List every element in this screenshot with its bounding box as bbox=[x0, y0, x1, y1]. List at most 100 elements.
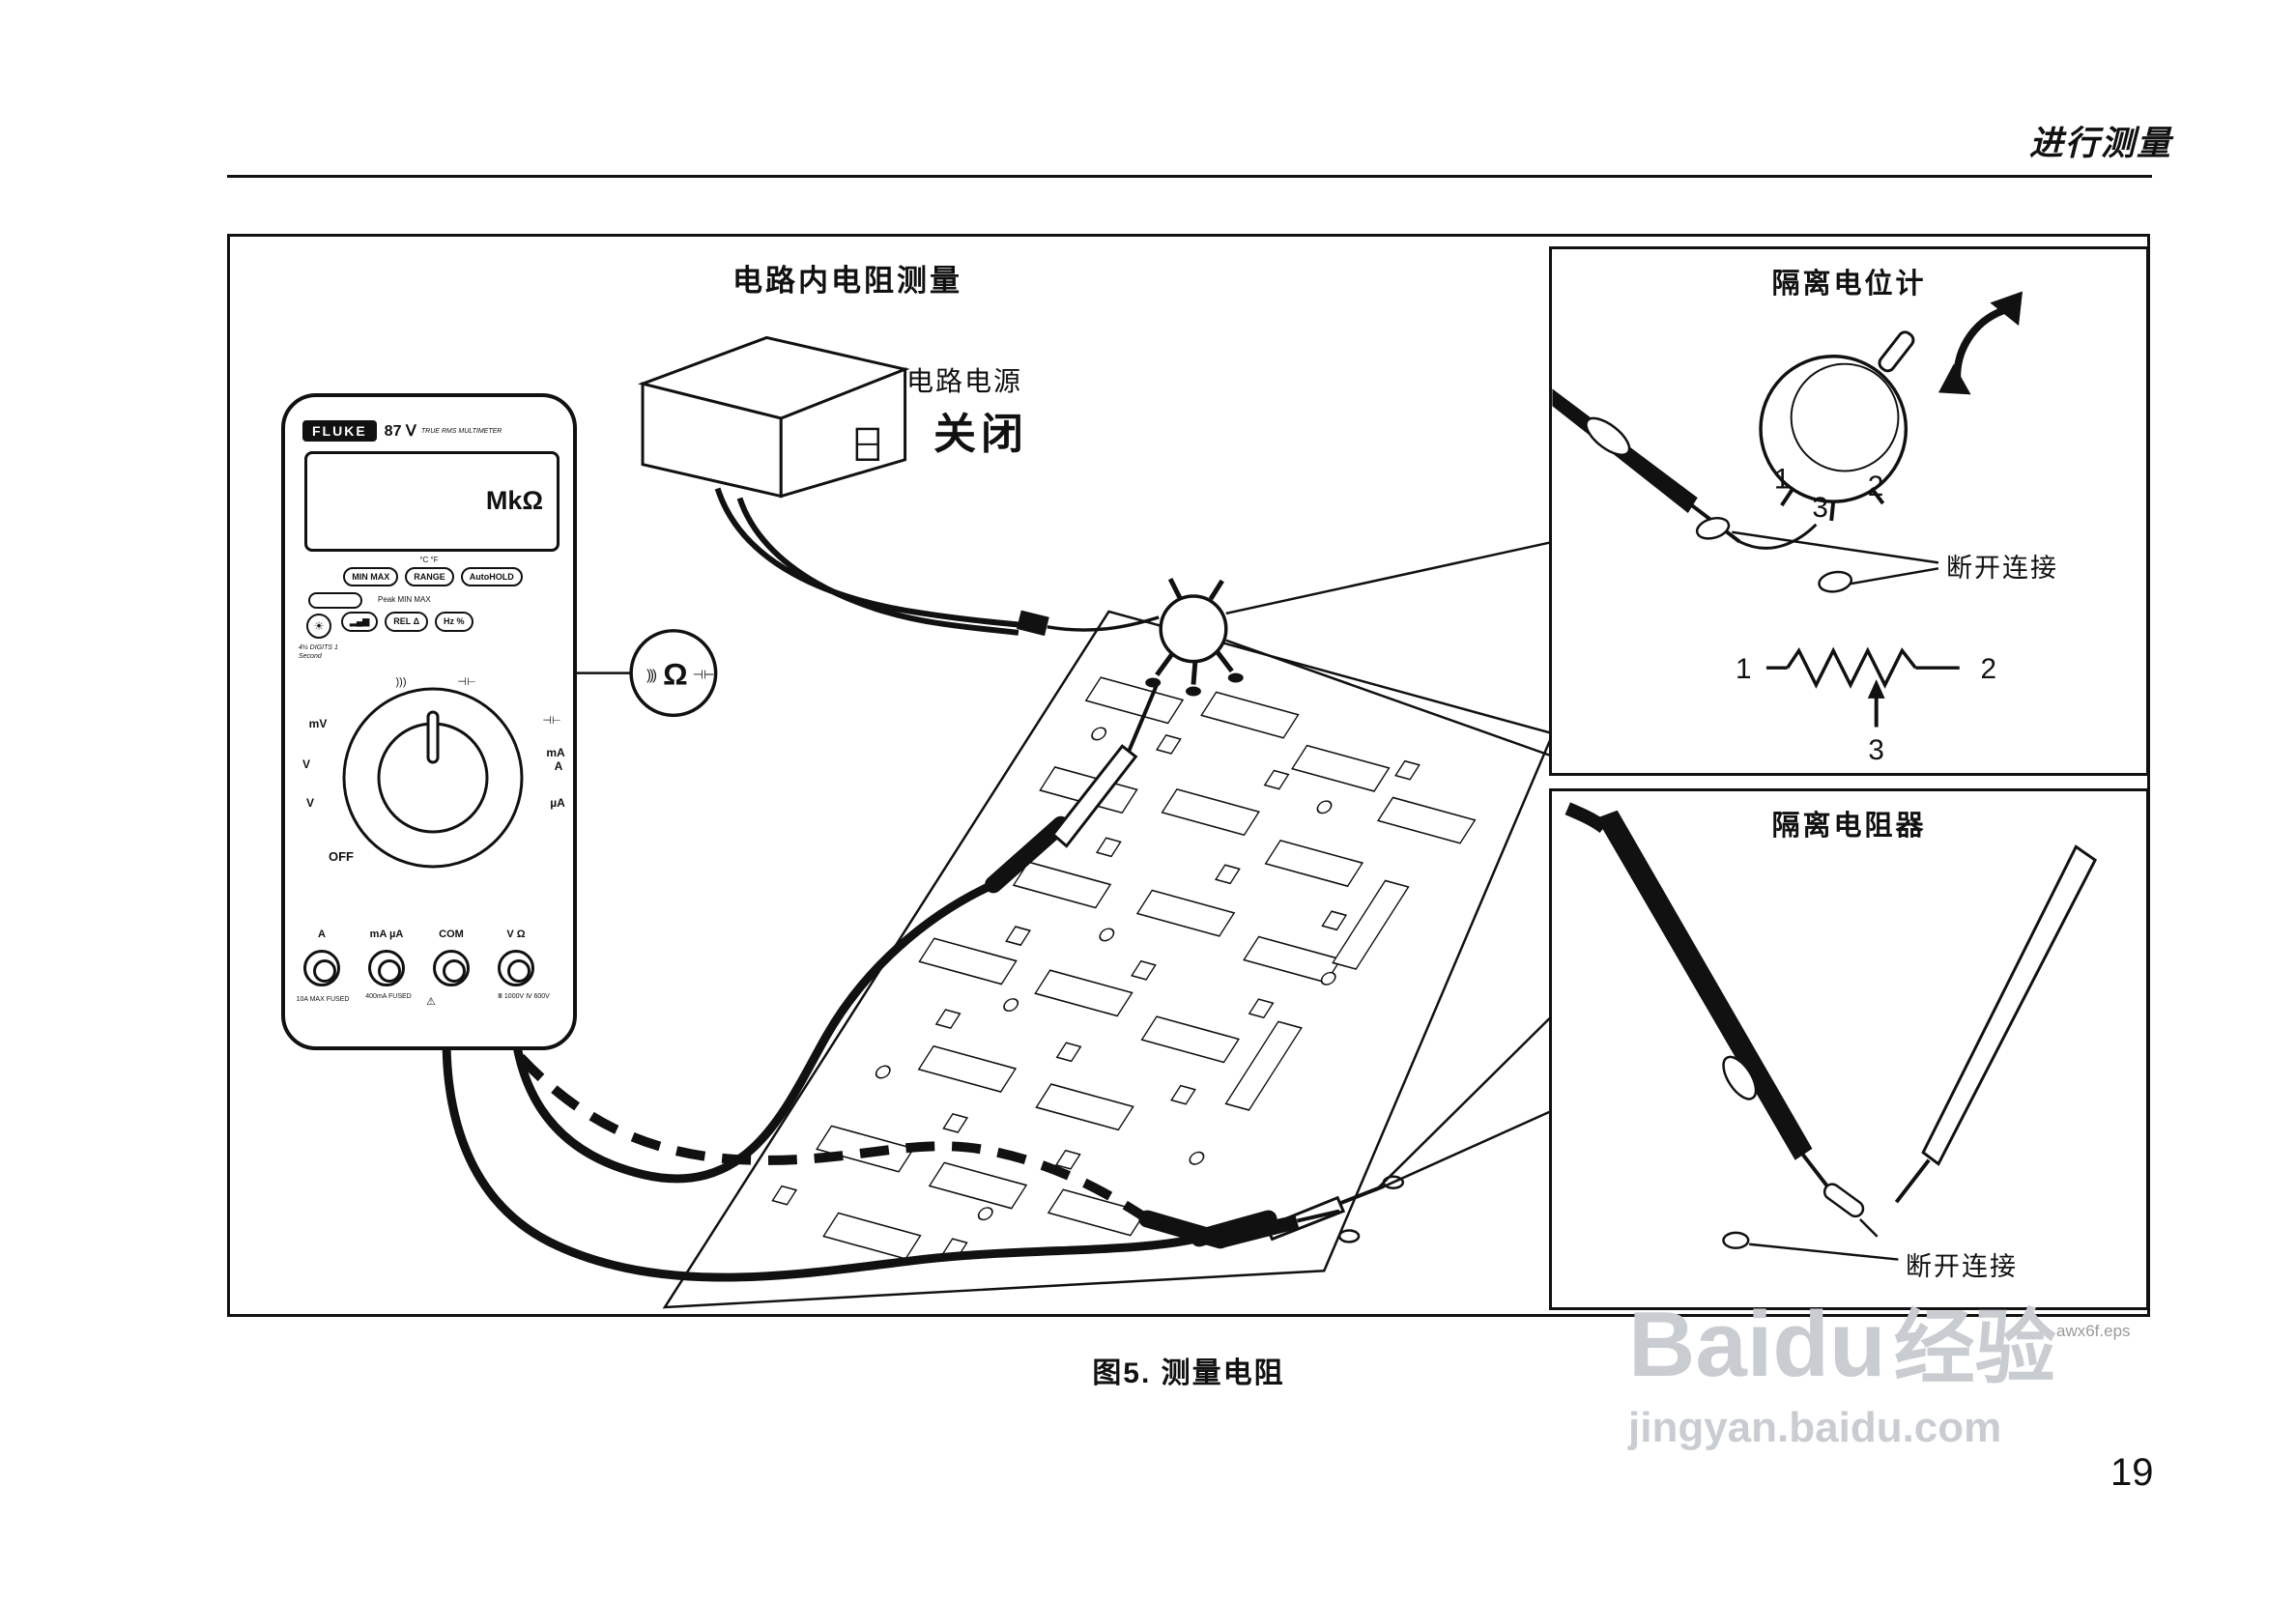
schematic-1-label: 1 bbox=[1736, 653, 1752, 685]
power-supply-box bbox=[638, 335, 910, 499]
dial-label-vdc: V bbox=[306, 796, 314, 810]
hook-wire bbox=[1738, 523, 1818, 550]
dial-label-mv: mV bbox=[309, 717, 328, 730]
jack-label-com: COM bbox=[439, 929, 464, 940]
fluke-logo: FLUKE bbox=[302, 420, 377, 442]
figure-frame: ))) Ω ⊣⊢ 电路内电阻测量 电路电源 关闭 FLUKE 87 Ⅴ TRUE… bbox=[227, 234, 2150, 1317]
power-wires bbox=[714, 487, 1160, 637]
solder-pad bbox=[1818, 570, 1853, 593]
jack-label-ma: mA µA bbox=[369, 929, 404, 940]
probe-body bbox=[1218, 1214, 1300, 1248]
dial-label-ma: mA bbox=[546, 746, 565, 759]
circuit-board bbox=[662, 610, 1555, 1309]
probe-sleeve bbox=[1585, 416, 1631, 457]
watermark-url: jingyan.baidu.com bbox=[1628, 1404, 2002, 1451]
probe-shaft bbox=[1595, 810, 1813, 1160]
jack-a bbox=[303, 950, 340, 986]
ohms-symbol: Ω bbox=[663, 657, 688, 692]
beeper-button: ▂▄▆ bbox=[341, 612, 379, 632]
range-button: RANGE bbox=[405, 567, 454, 586]
meter-model: 87 Ⅴ bbox=[384, 423, 416, 440]
minmax-button: MIN MAX bbox=[343, 567, 399, 586]
page-header: 进行测量 bbox=[2028, 125, 2172, 162]
arrow-up-icon bbox=[1867, 679, 1885, 699]
schematic-3-label: 3 bbox=[1868, 734, 1884, 766]
backlight-button: ☀ bbox=[306, 614, 331, 639]
potentiometer-shaft bbox=[1878, 330, 1915, 373]
warning-icon: ⚠ bbox=[426, 996, 436, 1008]
cf-label: °C °F bbox=[419, 556, 439, 564]
fuse-note-10a: 10A MAX FUSED bbox=[296, 996, 350, 1003]
autohold-button: AutoHOLD bbox=[460, 567, 523, 586]
solder-pad bbox=[1722, 1231, 1750, 1249]
rotate-arrow-icon bbox=[1953, 306, 2005, 386]
header-rule bbox=[227, 175, 2152, 178]
pin-1-label: 1 bbox=[1774, 463, 1791, 495]
dial-label-ua: µA bbox=[550, 796, 565, 810]
pin-2-label: 2 bbox=[1868, 471, 1884, 502]
leader-line bbox=[1732, 530, 1939, 564]
probe-tip bbox=[1127, 683, 1160, 752]
figure-title: 电路内电阻测量 bbox=[732, 264, 962, 298]
dial-diode-mark: ⊣⊢ bbox=[457, 676, 475, 688]
diode-symbol: ⊣⊢ bbox=[693, 668, 715, 682]
jack-v bbox=[498, 950, 534, 986]
board-components bbox=[771, 676, 1477, 1260]
blank-button bbox=[308, 592, 362, 609]
jack-label-a: A bbox=[318, 929, 326, 940]
potentiometer-detail-drawing: 1 3 2 1 2 3 bbox=[1552, 291, 2023, 766]
page-number: 19 bbox=[2110, 1451, 2154, 1494]
probe-body bbox=[1050, 744, 1138, 848]
multimeter-illustration: FLUKE 87 Ⅴ TRUE RMS MULTIMETER MkΩ °C °F… bbox=[281, 393, 577, 1050]
rel-button: REL Δ bbox=[385, 612, 429, 632]
figure-caption: 图5. 测量电阻 bbox=[1092, 1357, 1285, 1389]
solder-pad bbox=[1337, 1229, 1361, 1243]
disconnect-label: 断开连接 bbox=[1906, 1245, 2018, 1283]
schematic-2-label: 2 bbox=[1980, 653, 1996, 685]
wiring-diagram: ))) Ω ⊣⊢ bbox=[442, 335, 1555, 1309]
power-state-label: 关闭 bbox=[933, 411, 1028, 458]
callout-leader-lines bbox=[1225, 541, 1552, 1191]
dial-label-off: OFF bbox=[329, 849, 354, 864]
probe-tip bbox=[1296, 1209, 1340, 1223]
probe-sleeve bbox=[1722, 1055, 1758, 1100]
jack-com bbox=[433, 950, 470, 986]
probe-tip bbox=[1894, 1158, 1931, 1204]
power-source-label: 电路电源 bbox=[906, 366, 1023, 396]
solder-pad bbox=[1695, 516, 1731, 540]
disconnect-label: 断开连接 bbox=[1946, 547, 2058, 585]
ohms-callout: ))) Ω ⊣⊢ bbox=[549, 629, 718, 718]
panel-title: 隔离电位计 bbox=[1771, 269, 1927, 300]
lifted-resistor bbox=[1822, 1183, 1865, 1218]
panel-isolate-potentiometer: 隔离电位计 1 3 2 bbox=[1549, 246, 2149, 776]
digits-note: 4½ DIGITS 1 Second bbox=[299, 644, 338, 660]
hz-button: Hz % bbox=[435, 612, 474, 632]
resistor-detail-drawing bbox=[1564, 802, 2098, 1261]
test-lead-red bbox=[508, 683, 1160, 1184]
dashed-lead bbox=[517, 1054, 1361, 1249]
dial-label-vac: V bbox=[302, 757, 310, 771]
button-row-2: ▂▄▆ REL Δ Hz % bbox=[341, 612, 474, 632]
eps-file-reference: awx6f.eps bbox=[2056, 1322, 2131, 1340]
wire-connector bbox=[1016, 610, 1049, 637]
leader-line bbox=[1850, 567, 1939, 586]
panel-title: 隔离电阻器 bbox=[1771, 811, 1927, 842]
lcd-value: MkΩ bbox=[485, 486, 543, 515]
dial-beeper-mark: ))) bbox=[396, 676, 407, 688]
panel-isolate-resistor: 隔离电阻器 断开连接 bbox=[1549, 788, 2149, 1310]
pin-3-label: 3 bbox=[1812, 492, 1827, 524]
potentiometer-schematic bbox=[1765, 646, 1960, 728]
jack-ma bbox=[368, 950, 405, 986]
rotary-dial: ))) ⊣⊢ mV V V OFF ⊣⊢ mA A µA bbox=[302, 676, 565, 869]
dial-pointer bbox=[426, 710, 440, 764]
meter-brand-row: FLUKE 87 Ⅴ TRUE RMS MULTIMETER bbox=[302, 420, 561, 442]
fuse-note-400ma: 400mA FUSED bbox=[365, 993, 412, 1000]
leader-line bbox=[1749, 1243, 1899, 1261]
cat-rating-note: Ⅲ 1000V Ⅳ 600V bbox=[498, 993, 550, 1000]
probe-body bbox=[1921, 844, 2098, 1166]
jack-label-v: V Ω bbox=[506, 929, 526, 940]
button-row-1: MIN MAX RANGE AutoHOLD bbox=[295, 567, 571, 586]
meter-subtitle: TRUE RMS MULTIMETER bbox=[420, 427, 502, 435]
peak-minmax-label: Peak MIN MAX bbox=[378, 595, 431, 604]
